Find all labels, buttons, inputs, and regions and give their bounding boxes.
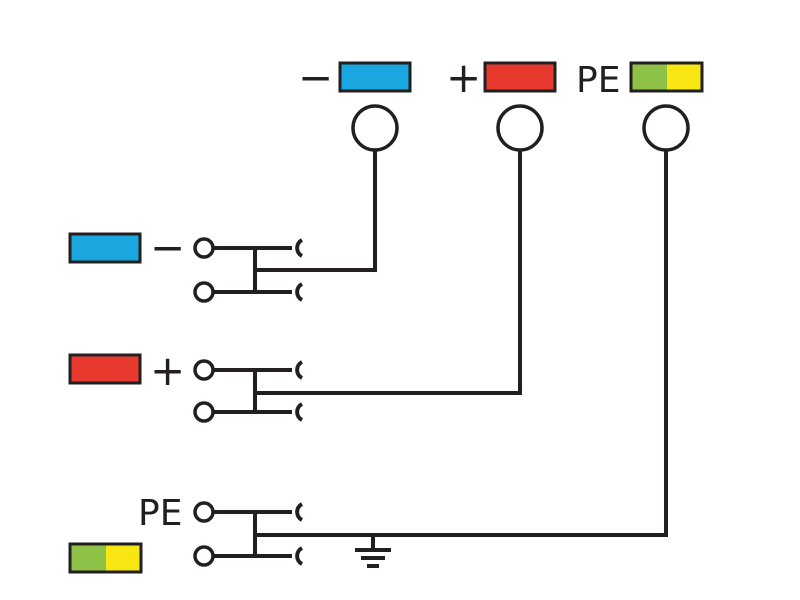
top-terminal-negative: − <box>298 53 412 152</box>
top-positive-symbol: + <box>446 53 481 102</box>
row-positive-lower-clamp <box>295 402 304 422</box>
ground-symbol-icon <box>355 537 391 568</box>
top-pe-connector <box>642 104 690 152</box>
wire-negative <box>255 150 377 272</box>
top-negative-connector <box>351 104 399 152</box>
row-positive: + <box>68 346 304 423</box>
row-positive-upper-terminal <box>193 359 215 381</box>
row-negative: − <box>68 223 304 303</box>
wire-pe <box>255 150 668 537</box>
row-positive-symbol: + <box>150 346 185 395</box>
top-positive-swatch-outline <box>483 61 557 93</box>
row-pe-upper-clamp <box>295 502 304 522</box>
row-pe-swatch-green <box>70 544 106 572</box>
row-pe-swatch-outline <box>68 542 143 574</box>
row-negative-lower-clamp <box>295 282 304 302</box>
row-pe-label: PE <box>138 493 182 534</box>
row-pe-lower-clamp <box>295 546 304 566</box>
top-negative-symbol: − <box>298 53 333 102</box>
top-positive-connector <box>496 104 544 152</box>
row-positive-upper-clamp <box>295 360 304 380</box>
wire-positive <box>255 150 522 395</box>
row-negative-swatch-outline <box>68 232 142 264</box>
top-pe-label: PE <box>576 60 620 101</box>
top-negative-swatch <box>340 63 410 91</box>
row-pe-upper-terminal <box>193 501 215 523</box>
top-positive-swatch <box>485 63 555 91</box>
row-pe: PE <box>68 493 304 574</box>
row-negative-upper-clamp <box>295 238 304 258</box>
row-pe-swatch-yellow <box>106 544 141 572</box>
row-positive-swatch <box>70 355 140 383</box>
row-negative-lower-terminal <box>193 281 215 303</box>
top-terminal-positive: + <box>446 53 557 152</box>
top-negative-swatch-outline <box>338 61 412 93</box>
top-pe-swatch-outline <box>629 61 704 93</box>
row-negative-swatch <box>70 234 140 262</box>
top-pe-swatch-yellow <box>667 63 702 91</box>
row-pe-lower-terminal <box>193 545 215 567</box>
top-pe-swatch-green <box>631 63 667 91</box>
row-negative-upper-terminal <box>193 237 215 259</box>
row-positive-swatch-outline <box>68 353 142 385</box>
row-positive-lower-terminal <box>193 401 215 423</box>
top-terminal-pe: PE <box>576 60 704 152</box>
row-negative-symbol: − <box>150 223 185 272</box>
